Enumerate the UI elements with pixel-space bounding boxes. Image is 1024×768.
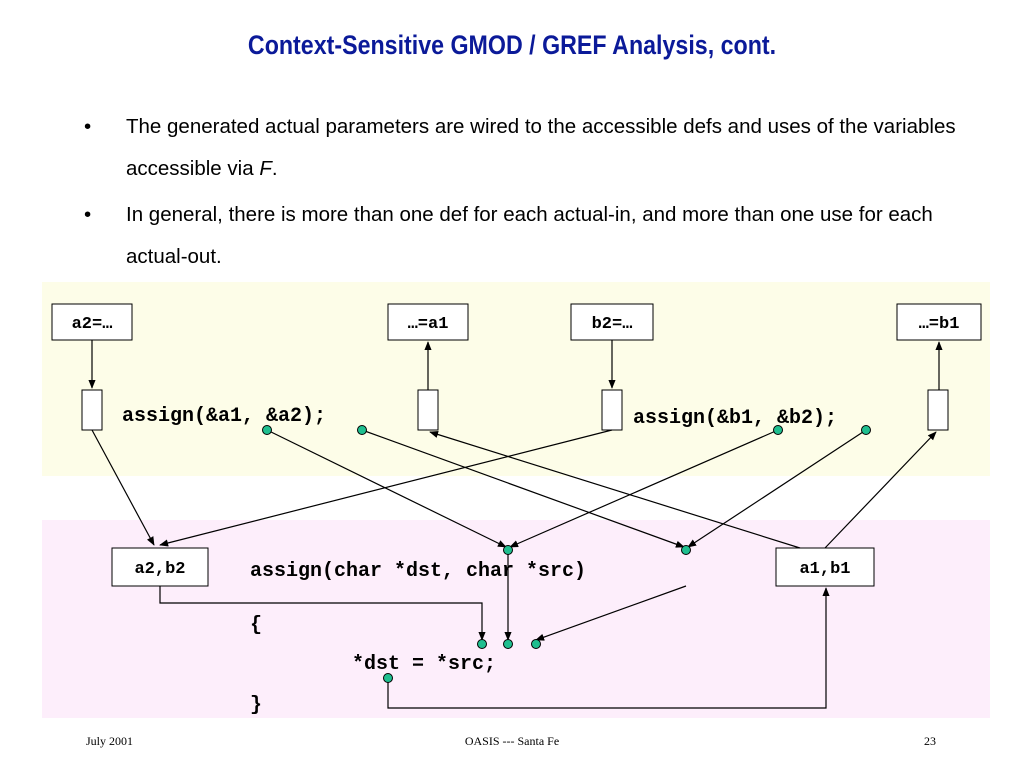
bullet-text: In general, there is more than one def f… [126,203,933,268]
def-box-label: a2=… [72,315,113,334]
edge [361,429,685,548]
use-box-label: …=b1 [919,315,960,334]
callee-signature: assign(char *dst, char *src) [250,560,586,583]
actual-node [262,425,272,435]
actual-in-slot [81,389,103,431]
bullet-symbol: • [84,115,92,138]
formal-node [503,545,513,555]
def-box-a2: a2=… [51,303,133,341]
footer-venue: OASIS --- Santa Fe [464,734,560,748]
slide-title: Context-Sensitive GMOD / GREF Analysis, … [247,30,777,60]
bullet-italic: F [259,157,272,180]
bullet-list: • The generated actual parameters are wi… [84,106,964,282]
edge [91,429,155,546]
actual-out-slot [417,389,439,431]
actual-node [357,425,367,435]
actual-in-slot [601,389,623,431]
formal-out-box: a1,b1 [775,547,875,587]
edge [429,430,801,549]
edge [687,429,867,548]
actual-out-slot [927,389,949,431]
formal-node [681,545,691,555]
use-box-b1: …=b1 [896,303,982,341]
edge [159,429,613,547]
actual-node [861,425,871,435]
formal-in-box: a2,b2 [111,547,209,587]
svg-text:a2,b2: a2,b2 [134,560,185,579]
def-box-label: b2=… [592,315,633,334]
statement-node [531,639,541,649]
callee-statement: *dst = *src; [352,653,496,676]
edge [535,585,687,641]
bullet-text: The generated actual parameters are wire… [126,115,956,180]
statement-node [383,673,393,683]
def-box-b2: b2=… [570,303,654,341]
footer-date: July 2001 [86,734,134,748]
svg-text:a1,b1: a1,b1 [799,560,850,579]
call-site-a: assign(&a1, &a2); [122,405,326,428]
bullet-symbol: • [84,203,92,226]
edge [509,429,779,548]
statement-node [503,639,513,649]
edge [387,587,830,709]
use-box-label: …=a1 [408,315,449,334]
open-brace: { [250,614,262,637]
edge [159,586,486,641]
bullet-item: • The generated actual parameters are wi… [84,106,964,190]
edge [824,431,937,549]
footer-page-number: 23 [924,734,936,748]
call-site-b: assign(&b1, &b2); [633,407,837,430]
actual-node [773,425,783,435]
statement-node [477,639,487,649]
close-brace: } [250,694,262,717]
use-box-a1: …=a1 [387,303,469,341]
bullet-item: • In general, there is more than one def… [84,194,964,278]
edge [266,429,507,548]
caller-band [42,282,990,476]
